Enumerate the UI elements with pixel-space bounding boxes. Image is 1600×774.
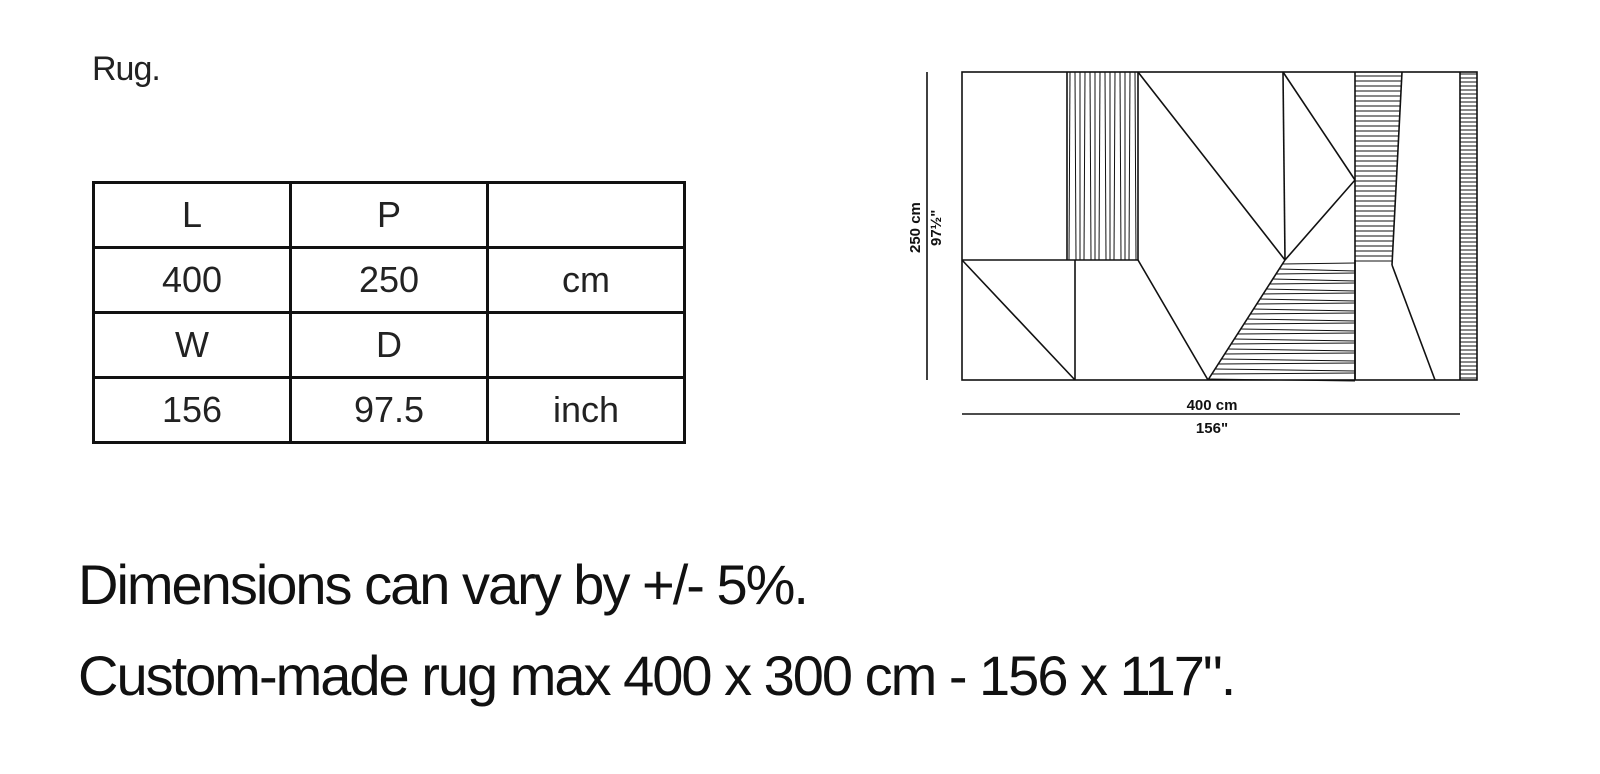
table-cell: inch — [486, 376, 686, 444]
stripe-line — [1224, 352, 1356, 355]
stripe-pattern — [1208, 73, 1477, 382]
stripe-line — [1089, 71, 1092, 261]
table-cell: 156 — [92, 376, 292, 444]
table-cell — [486, 311, 686, 379]
table-row: L P — [92, 181, 686, 249]
stripe-line — [1269, 282, 1356, 285]
stripe-line — [1128, 71, 1131, 261]
dimensions-table: L P 400 250 cm W D 156 97.5 inch — [92, 181, 686, 444]
table-cell: cm — [486, 246, 686, 314]
table-row: W D — [92, 311, 686, 379]
stripe-line — [1221, 358, 1356, 362]
stripe-line — [1134, 71, 1137, 261]
stripe-line — [1231, 342, 1356, 345]
stripe-line — [1250, 312, 1356, 315]
stripe-line — [1240, 328, 1356, 332]
stripe-line — [1113, 71, 1116, 261]
stripe-line — [1227, 348, 1356, 352]
stripe-line — [1266, 288, 1356, 292]
table-cell: 400 — [92, 246, 292, 314]
custom-size-note: Custom-made rug max 400 x 300 cm - 156 x… — [78, 644, 1236, 707]
stripe-line — [1259, 298, 1356, 302]
stripe-pattern — [1068, 71, 1137, 261]
table-cell: W — [92, 311, 292, 379]
stripe-line — [1068, 71, 1071, 261]
table-cell: 250 — [289, 246, 489, 314]
table-cell: D — [289, 311, 489, 379]
table-cell: 97.5 — [289, 376, 489, 444]
stripe-line — [1263, 292, 1356, 295]
stripe-line — [1234, 338, 1356, 342]
stripe-line — [1119, 71, 1122, 261]
stripe-line — [1276, 272, 1356, 275]
width-inch-label: 156" — [1196, 420, 1228, 437]
stripe-line — [1272, 278, 1356, 282]
stripe-line — [1211, 372, 1356, 375]
stripe-line — [1215, 368, 1356, 372]
stripe-line — [1104, 71, 1107, 261]
table-cell — [486, 181, 686, 249]
table-cell: P — [289, 181, 489, 249]
height-inch-label: 97½" — [928, 210, 945, 246]
stripe-line — [1208, 378, 1356, 382]
stripe-line — [1279, 268, 1356, 272]
table-cell: L — [92, 181, 292, 249]
height-cm-label: 250 cm — [907, 202, 924, 253]
stripe-line — [1256, 302, 1356, 305]
table-row: 400 250 cm — [92, 246, 686, 314]
stripe-line — [1253, 308, 1356, 312]
rug-drawing: 250 cm 97½" 400 cm 156" — [907, 71, 1478, 437]
stripe-line — [1247, 318, 1356, 322]
width-cm-label: 400 cm — [1187, 397, 1238, 414]
stripe-line — [1074, 71, 1077, 261]
page-title: Rug. — [92, 50, 161, 88]
stripe-line — [1218, 362, 1356, 365]
variance-note: Dimensions can vary by +/- 5%. — [78, 553, 809, 616]
stripe-line — [1237, 332, 1356, 335]
table-row: 156 97.5 inch — [92, 376, 686, 444]
stripe-line — [1083, 71, 1086, 261]
stripe-line — [1243, 322, 1356, 325]
stripe-line — [1098, 71, 1101, 261]
stripe-line — [1282, 262, 1356, 265]
